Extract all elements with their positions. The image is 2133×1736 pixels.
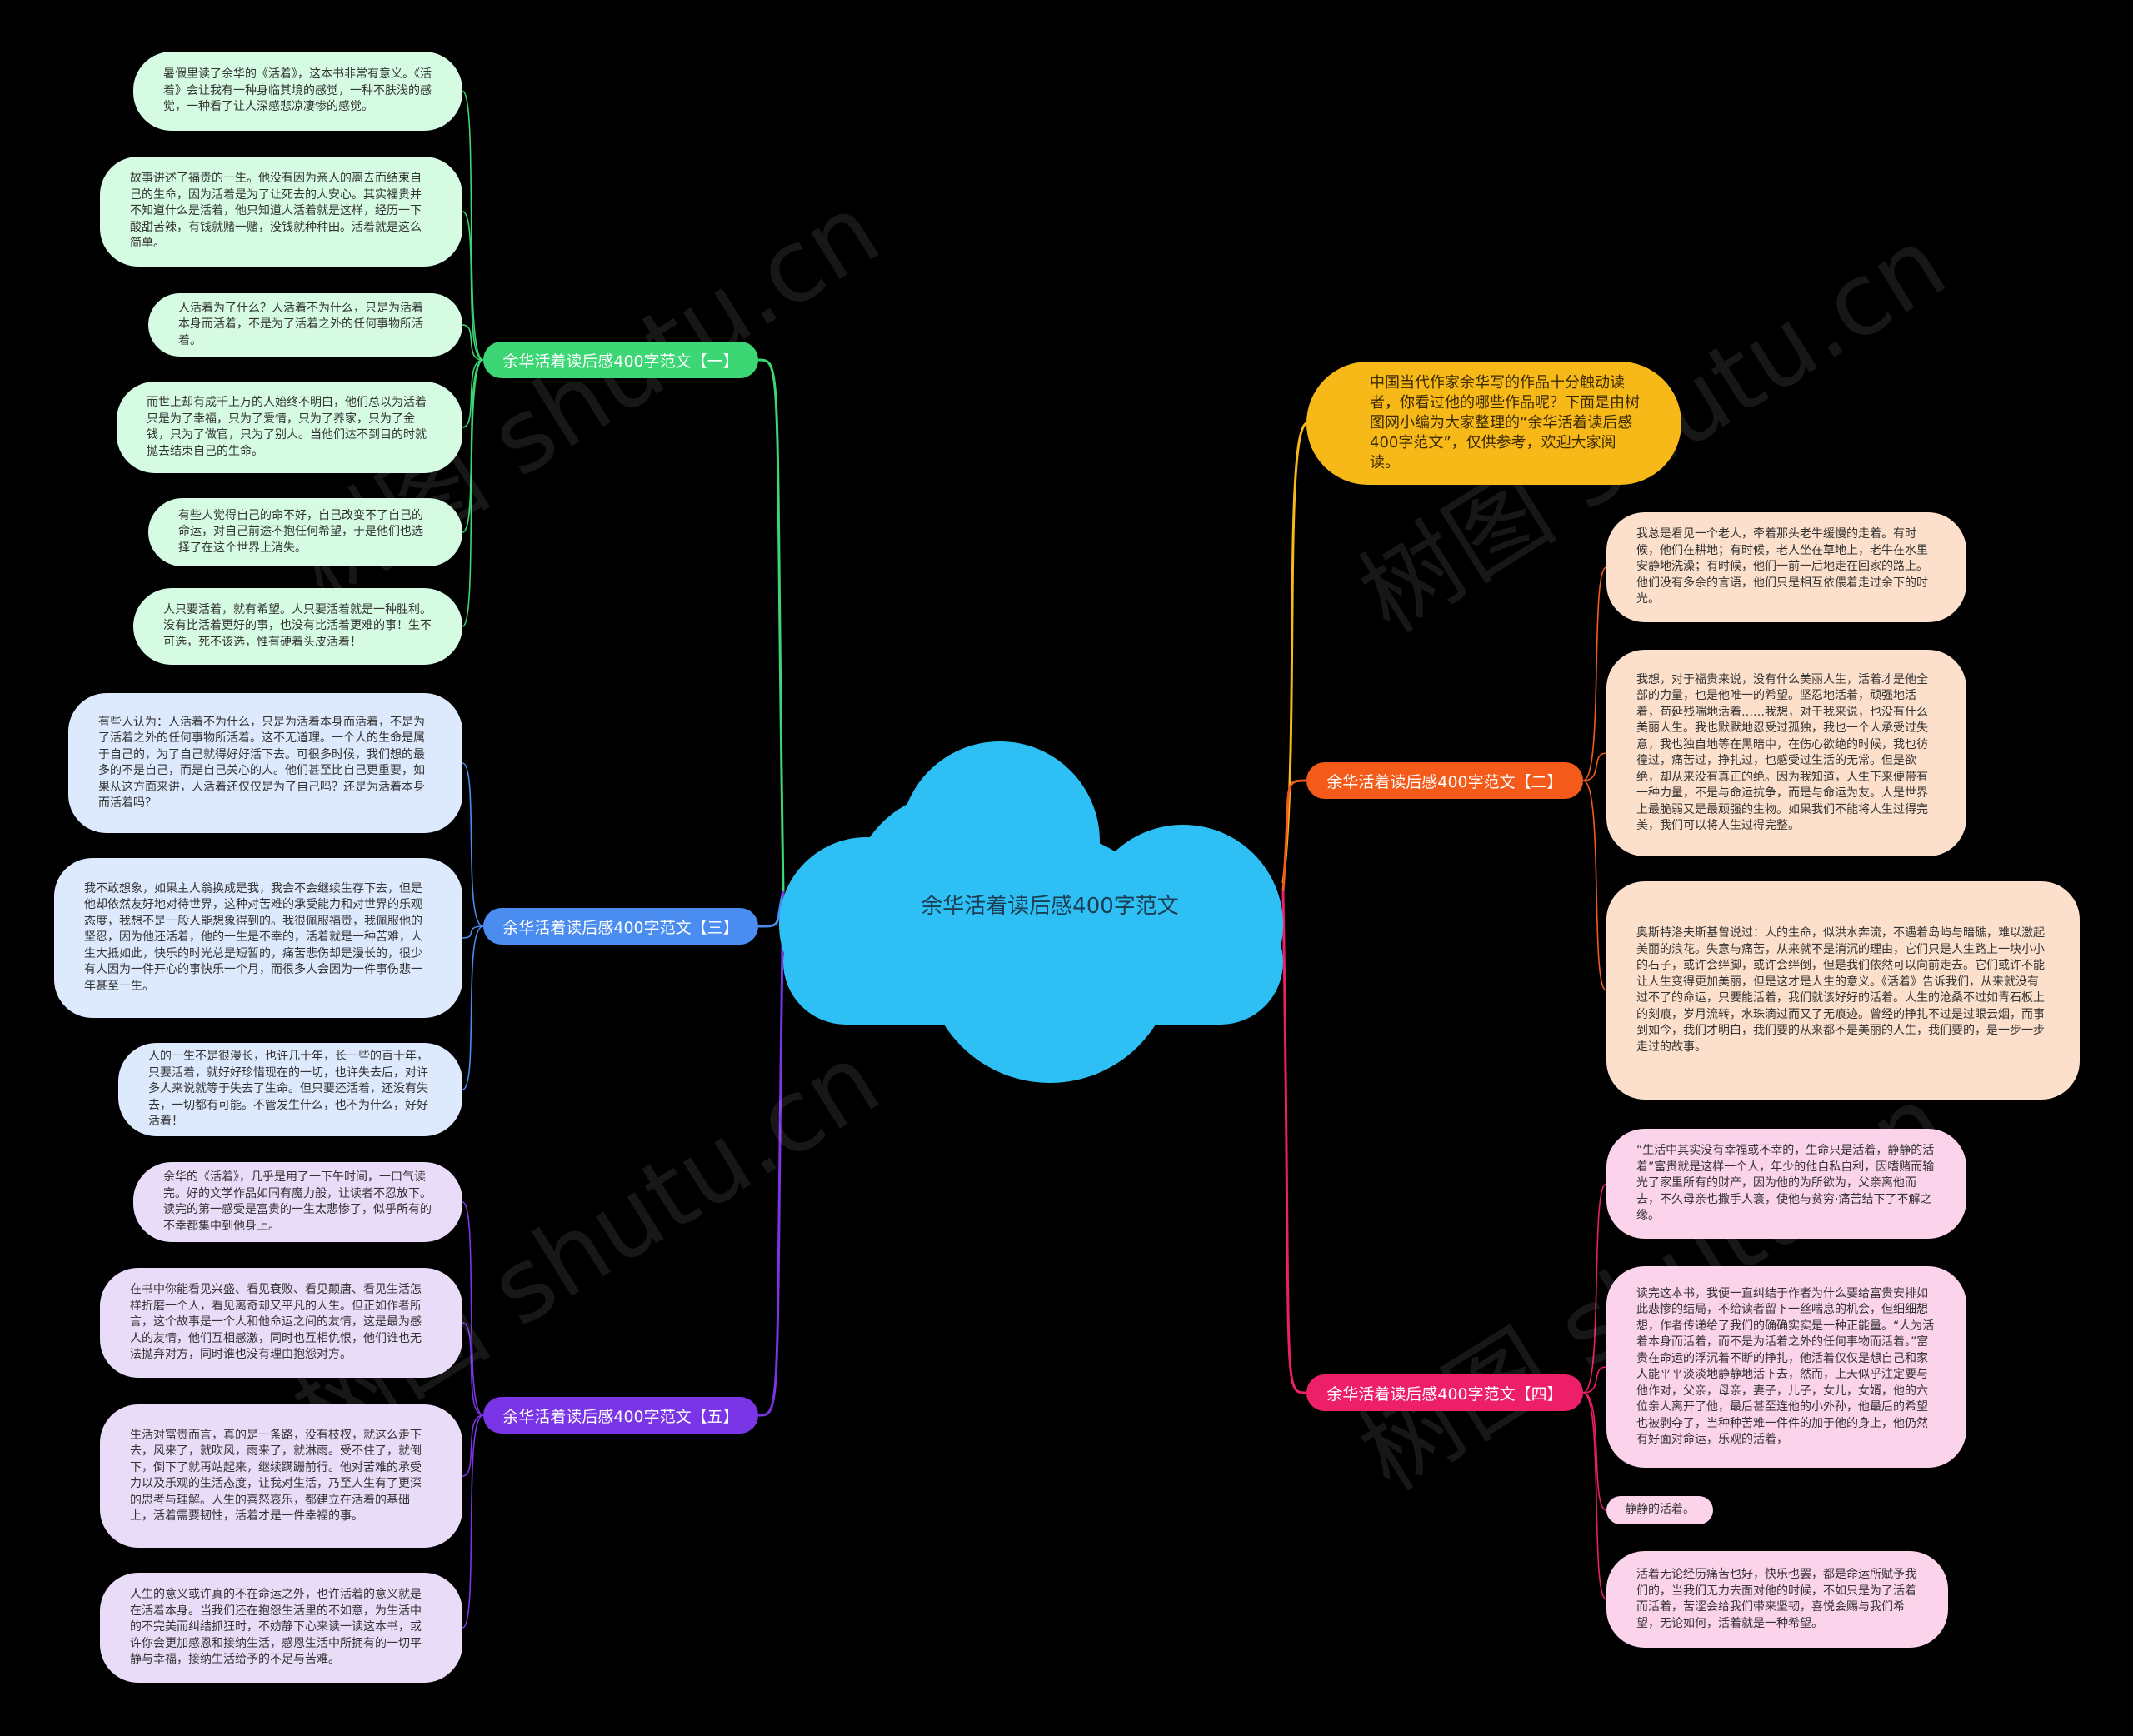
branch-3-leaf[interactable]: 有些人认为：人活着不为什么，只是为活着本身而活着，不是为了活着之外的任何事物所活… bbox=[68, 693, 462, 833]
leaf-text: 而世上却有成千上万的人始终不明白，他们总以为活着只是为了幸福，只为了爱情，只为了… bbox=[147, 396, 427, 458]
branch-5-leaf[interactable]: 生活对富贵而言，真的是一条路，没有枝杈，就这么走下去，风来了，就吹风，雨来了，就… bbox=[100, 1404, 462, 1548]
branch-1-leaf[interactable]: 人活着为了什么？人活着不为什么，只是为活着本身而活着，不是为了活着之外的任何事物… bbox=[148, 293, 462, 357]
leaf-text: 活着无论经历痛苦也好，快乐也罢，都是命运所赋予我们的，当我们无力去面对他的时候，… bbox=[1636, 1568, 1916, 1630]
branch-1-node[interactable]: 余华活着读后感400字范文【一】 bbox=[483, 342, 758, 378]
intro-text: 中国当代作家余华写的作品十分触动读者，你看过他的哪些作品呢？下面是由树图网小编为… bbox=[1370, 374, 1640, 471]
branch-2-leaf[interactable]: 我总是看见一个老人，牵着那头老牛缓慢的走着。有时候，他们在耕地；有时候，老人坐在… bbox=[1606, 512, 1966, 622]
center-topic: 余华活着读后感400字范文 bbox=[921, 894, 1179, 919]
branch-5-leaf[interactable]: 余华的《活着》，几乎是用了一下午时间，一口气读完。好的文学作品如同有魔力般，让读… bbox=[133, 1162, 462, 1242]
leaf-text: 人生的意义或许真的不在命运之外，也许活着的意义就是在活着本身。当我们还在抱怨生活… bbox=[130, 1588, 422, 1667]
leaf-text: 人的一生不是很漫长，也许几十年，长一些的百十年，只要活着，就好好珍惜现在的一切，… bbox=[148, 1050, 428, 1129]
leaf-text: 在书中你能看见兴盛、看见衰败、看见颠唐、看见生活怎样折磨一个人，看见离奇却又平凡… bbox=[130, 1283, 422, 1362]
branch-4-leaf[interactable]: 读完这本书，我便一直纠结于作者为什么要给富贵安排如此悲惨的结局，不给读者留下一丝… bbox=[1606, 1266, 1966, 1468]
leaf-text: 生活对富贵而言，真的是一条路，没有枝杈，就这么走下去，风来了，就吹风，雨来了，就… bbox=[130, 1428, 422, 1524]
branch-5-node[interactable]: 余华活着读后感400字范文【五】 bbox=[483, 1397, 758, 1434]
leaf-text: 有些人觉得自己的命不好，自己改变不了自己的命运，对自己前途不抱任何希望，于是他们… bbox=[178, 508, 423, 555]
leaf-text: 暑假里读了余华的《活着》，这本书非常有意义。《活着》会让我有一种身临其境的感觉，… bbox=[163, 67, 432, 114]
leaf-text: 读完这本书，我便一直纠结于作者为什么要给富贵安排如此悲惨的结局，不给读者留下一丝… bbox=[1636, 1286, 1935, 1447]
branch-4-node[interactable]: 余华活着读后感400字范文【四】 bbox=[1306, 1374, 1583, 1411]
leaf-text: 静静的活着。 bbox=[1625, 1503, 1695, 1517]
leaf-text: 有些人认为：人活着不为什么，只是为活着本身而活着，不是为了活着之外的任何事物所活… bbox=[98, 715, 425, 811]
branch-4-leaf[interactable]: “生活中其实没有幸福或不幸的，生命只是活着，静静的活着”富贵就是这样一个人，年少… bbox=[1606, 1129, 1966, 1239]
leaf-text: 我总是看见一个老人，牵着那头老牛缓慢的走着。有时候，他们在耕地；有时候，老人坐在… bbox=[1636, 527, 1928, 606]
leaf-text: 我不敢想象，如果主人翁换成是我，我会不会继续生存下去，但是他却依然友好地对待世界… bbox=[84, 881, 422, 993]
leaf-text: 人只要活着，就有希望。人只要活着就是一种胜利。没有比活着更好的事，也没有比活着更… bbox=[163, 602, 432, 649]
branch-3-node[interactable]: 余华活着读后感400字范文【三】 bbox=[483, 908, 758, 945]
leaf-text: 奥斯特洛夫斯基曾说过：人的生命，似洪水奔流，不遇着岛屿与暗礁，难以激起美丽的浪花… bbox=[1636, 926, 2045, 1054]
branch-1-leaf[interactable]: 暑假里读了余华的《活着》，这本书非常有意义。《活着》会让我有一种身临其境的感觉，… bbox=[133, 52, 462, 131]
leaf-text: 余华的《活着》，几乎是用了一下午时间，一口气读完。好的文学作品如同有魔力般，让读… bbox=[163, 1170, 432, 1233]
branch-1-leaf[interactable]: 故事讲述了福贵的一生。他没有因为亲人的离去而结束自己的生命，因为活着是为了让死去… bbox=[100, 157, 462, 267]
leaf-text: 我想，对于福贵来说，没有什么美丽人生，活着才是他全部的力量，也是他唯一的希望。坚… bbox=[1636, 672, 1928, 833]
leaf-text: “生活中其实没有幸福或不幸的，生命只是活着，静静的活着”富贵就是这样一个人，年少… bbox=[1636, 1144, 1935, 1223]
branch-4-leaf[interactable]: 活着无论经历痛苦也好，快乐也罢，都是命运所赋予我们的，当我们无力去面对他的时候，… bbox=[1606, 1551, 1948, 1648]
branch-1-leaf[interactable]: 人只要活着，就有希望。人只要活着就是一种胜利。没有比活着更好的事，也没有比活着更… bbox=[133, 588, 462, 665]
branch-2-leaf[interactable]: 我想，对于福贵来说，没有什么美丽人生，活着才是他全部的力量，也是他唯一的希望。坚… bbox=[1606, 650, 1966, 856]
branch-1-leaf[interactable]: 有些人觉得自己的命不好，自己改变不了自己的命运，对自己前途不抱任何希望，于是他们… bbox=[148, 498, 462, 566]
branch-1-leaf[interactable]: 而世上却有成千上万的人始终不明白，他们总以为活着只是为了幸福，只为了爱情，只为了… bbox=[117, 382, 462, 473]
branch-5-leaf[interactable]: 人生的意义或许真的不在命运之外，也许活着的意义就是在活着本身。当我们还在抱怨生活… bbox=[100, 1573, 462, 1683]
intro-node[interactable]: 中国当代作家余华写的作品十分触动读者，你看过他的哪些作品呢？下面是由树图网小编为… bbox=[1306, 362, 1681, 485]
branch-5-leaf[interactable]: 在书中你能看见兴盛、看见衰败、看见颠唐、看见生活怎样折磨一个人，看见离奇却又平凡… bbox=[100, 1268, 462, 1378]
leaf-text: 人活着为了什么？人活着不为什么，只是为活着本身而活着，不是为了活着之外的任何事物… bbox=[178, 301, 423, 347]
leaf-text: 故事讲述了福贵的一生。他没有因为亲人的离去而结束自己的生命，因为活着是为了让死去… bbox=[130, 172, 422, 251]
branch-3-leaf[interactable]: 人的一生不是很漫长，也许几十年，长一些的百十年，只要活着，就好好珍惜现在的一切，… bbox=[118, 1043, 462, 1136]
branch-4-leaf[interactable]: 静静的活着。 bbox=[1606, 1496, 1713, 1524]
branch-2-leaf[interactable]: 奥斯特洛夫斯基曾说过：人的生命，似洪水奔流，不遇着岛屿与暗礁，难以激起美丽的浪花… bbox=[1606, 881, 2080, 1100]
branch-3-leaf[interactable]: 我不敢想象，如果主人翁换成是我，我会不会继续生存下去，但是他却依然友好地对待世界… bbox=[54, 858, 462, 1018]
branch-2-node[interactable]: 余华活着读后感400字范文【二】 bbox=[1306, 762, 1583, 799]
